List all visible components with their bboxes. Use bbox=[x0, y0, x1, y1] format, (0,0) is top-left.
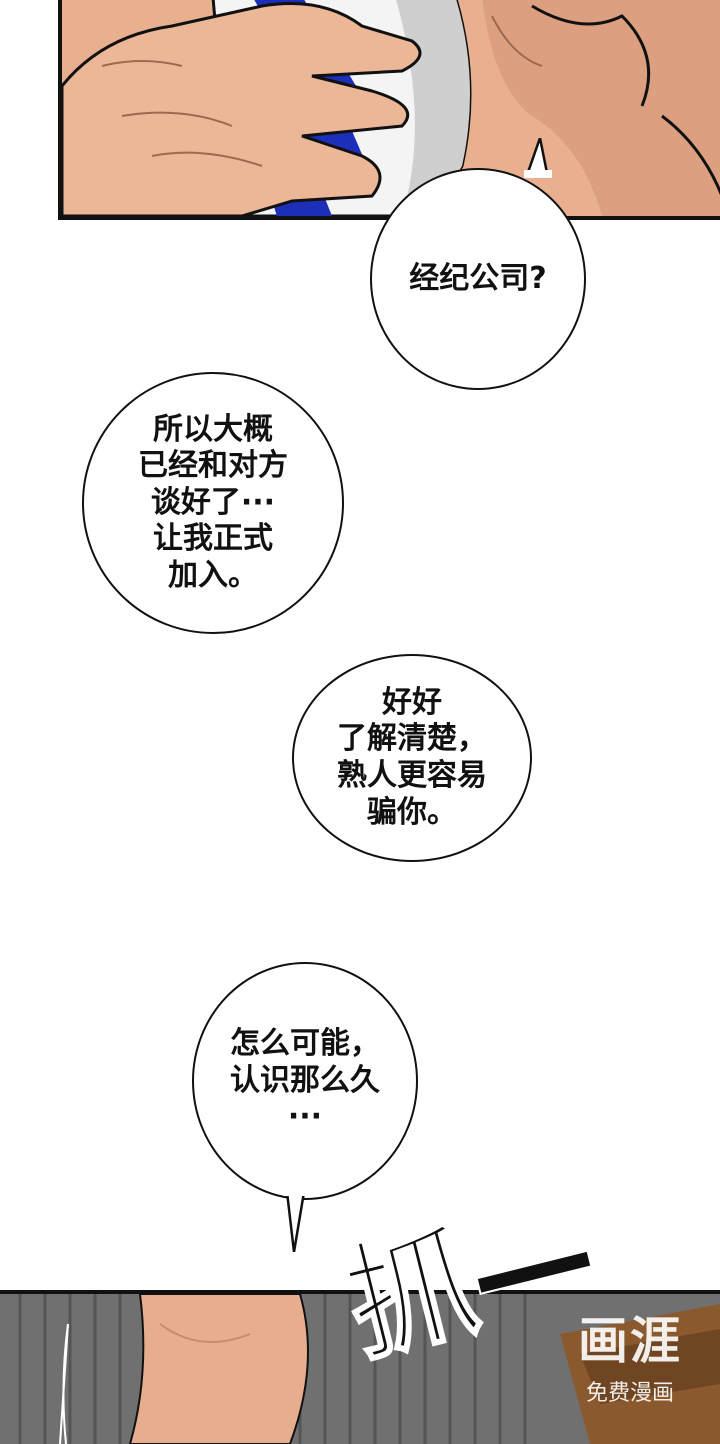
bubble-4-line-2: 认识那么久 bbox=[230, 1062, 380, 1098]
bubble-2-line-3: 谈好了··· bbox=[150, 484, 276, 520]
bubble-3-text: 好好 了解清楚， 熟人更容易 骗你。 bbox=[337, 685, 487, 831]
bubble-2-line-2: 已经和对方 bbox=[138, 448, 288, 484]
watermark: 画涯 免费漫画 bbox=[560, 1314, 700, 1407]
bubble-1-line-1: 经纪公司? bbox=[409, 260, 547, 296]
bubble-3-line-3: 熟人更容易 bbox=[337, 758, 487, 793]
bubble-3-line-4: 骗你。 bbox=[367, 794, 457, 830]
bubble-2-text: 所以大概 已经和对方 谈好了··· 让我正式 加入。 bbox=[138, 412, 288, 595]
bubble-3-line-2: 了解清楚， bbox=[337, 721, 487, 757]
bubble-4-tail bbox=[284, 1192, 308, 1252]
speech-bubble-4: 怎么可能， 认识那么久 ··· bbox=[192, 962, 418, 1200]
bubble-2-line-4: 让我正式 bbox=[153, 521, 273, 557]
watermark-caption: 免费漫画 bbox=[585, 1381, 674, 1406]
bubble-2-line-5: 加入。 bbox=[168, 557, 258, 593]
speech-bubble-3: 好好 了解清楚， 熟人更容易 骗你。 bbox=[292, 654, 532, 862]
bubble-4-line-1: 怎么可能， bbox=[230, 1026, 380, 1062]
watermark-logo: 画涯 bbox=[578, 1312, 682, 1370]
bubble-4-text: 怎么可能， 认识那么久 ··· bbox=[230, 1026, 380, 1136]
bubble-1-tail bbox=[524, 138, 552, 178]
bubble-4-line-3: ··· bbox=[287, 1099, 323, 1135]
bottom-panel-art bbox=[0, 1294, 720, 1444]
bubble-2-line-1: 所以大概 bbox=[153, 411, 273, 447]
top-panel bbox=[58, 0, 720, 220]
top-panel-art bbox=[62, 0, 720, 216]
bubble-1-text: 经纪公司? bbox=[409, 261, 546, 298]
speech-bubble-2: 所以大概 已经和对方 谈好了··· 让我正式 加入。 bbox=[82, 372, 344, 634]
bottom-panel bbox=[0, 1290, 720, 1444]
speech-bubble-1: 经纪公司? bbox=[370, 168, 586, 390]
bubble-3-line-1: 好好 bbox=[382, 684, 442, 720]
